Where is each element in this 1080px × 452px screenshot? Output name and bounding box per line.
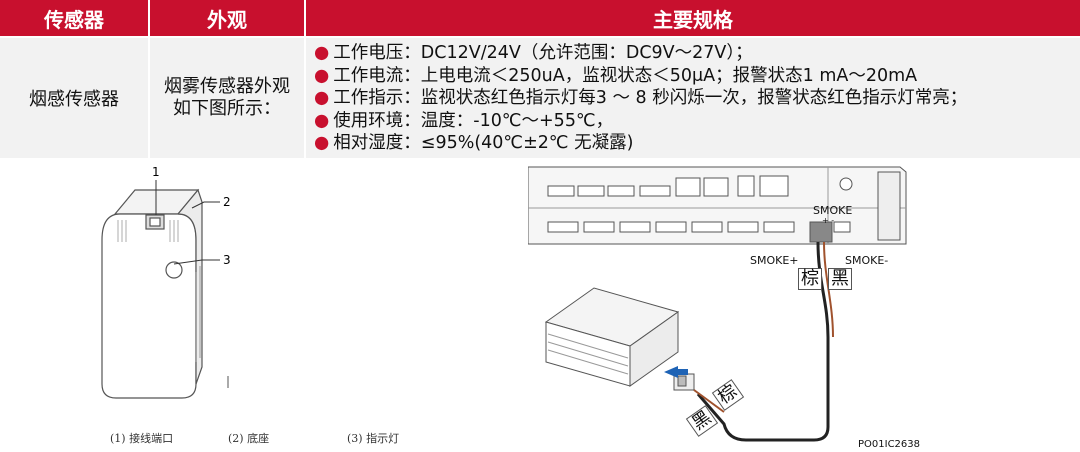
spec-text: 工作电压：DC12V/24V（允许范围：DC9V～27V）；	[333, 43, 753, 63]
spec-item: ●工作电流：上电电流＜250uA，监视状态＜50μA；报警状态1 mA～20mA	[314, 65, 1080, 88]
callout-3: 3	[223, 253, 231, 267]
spec-text: 使用环境：温度：-10℃～+55℃，	[333, 110, 614, 131]
appearance-cell: 烟雾传感器外观 如下图所示：	[150, 38, 304, 158]
black-wire-label: 黑	[828, 268, 852, 290]
spec-text: 工作电流：上电电流＜250uA，监视状态＜50μA；报警状态1 mA～20mA	[333, 65, 918, 86]
bullet-icon: ●	[314, 133, 330, 153]
spec-list: ●工作电压：DC12V/24V（允许范围：DC9V～27V）； ●工作电流：上电…	[306, 38, 1080, 155]
wiring-diagram	[528, 166, 907, 442]
smoke-minus-label: SMOKE-	[845, 254, 889, 267]
brown-wire-label: 棕	[798, 268, 822, 290]
spec-item: ●工作电压：DC12V/24V（允许范围：DC9V～27V）；	[314, 42, 1080, 65]
sensor-name: 烟感传感器	[29, 89, 119, 110]
specs-cell: ●工作电压：DC12V/24V（允许范围：DC9V～27V）； ●工作电流：上电…	[306, 38, 1080, 158]
caption-indicator: (3) 指示灯	[347, 432, 400, 445]
sensor-name-cell: 烟感传感器	[0, 38, 148, 158]
smoke-plus-label: SMOKE+	[750, 254, 799, 267]
spec-text: 工作指示：监视状态红色指示灯每3 ～ 8 秒闪烁一次，报警状态红色指示灯常亮；	[333, 88, 968, 108]
smoke-label: SMOKE	[813, 204, 853, 217]
spec-item: ●相对湿度：≤95%(40℃±2℃ 无凝露)	[314, 132, 1080, 155]
spec-table: 传感器 外观 主要规格 烟感传感器 烟雾传感器外观 如下图所示： ●工作电压：D…	[0, 0, 1080, 160]
header-appearance: 外观	[150, 0, 304, 36]
bullet-icon: ●	[314, 88, 330, 108]
spec-item: ●工作指示：监视状态红色指示灯每3 ～ 8 秒闪烁一次，报警状态红色指示灯常亮；	[314, 87, 1080, 110]
smoke-sensor-drawing: 1 2 3	[101, 165, 231, 399]
spec-text: 相对湿度：≤95%(40℃±2℃ 无凝露)	[333, 133, 634, 153]
figure-id: PO01IC2638	[858, 439, 921, 450]
callout-2: 2	[223, 195, 231, 209]
caption-port: (1) 接线端口	[110, 432, 174, 445]
smoke-pins: + -	[822, 216, 835, 225]
bullet-icon: ●	[314, 65, 330, 86]
callout-1: 1	[152, 165, 160, 179]
spec-item: ●使用环境：温度：-10℃～+55℃，	[314, 110, 1080, 133]
bullet-icon: ●	[314, 110, 330, 131]
appearance-line-2: 如下图所示：	[173, 98, 281, 119]
caption-base: (2) 底座	[228, 432, 270, 445]
header-specs: 主要规格	[306, 0, 1080, 36]
bullet-icon: ●	[314, 43, 330, 63]
header-sensor: 传感器	[0, 0, 148, 36]
appearance-line-1: 烟雾传感器外观	[164, 76, 290, 97]
